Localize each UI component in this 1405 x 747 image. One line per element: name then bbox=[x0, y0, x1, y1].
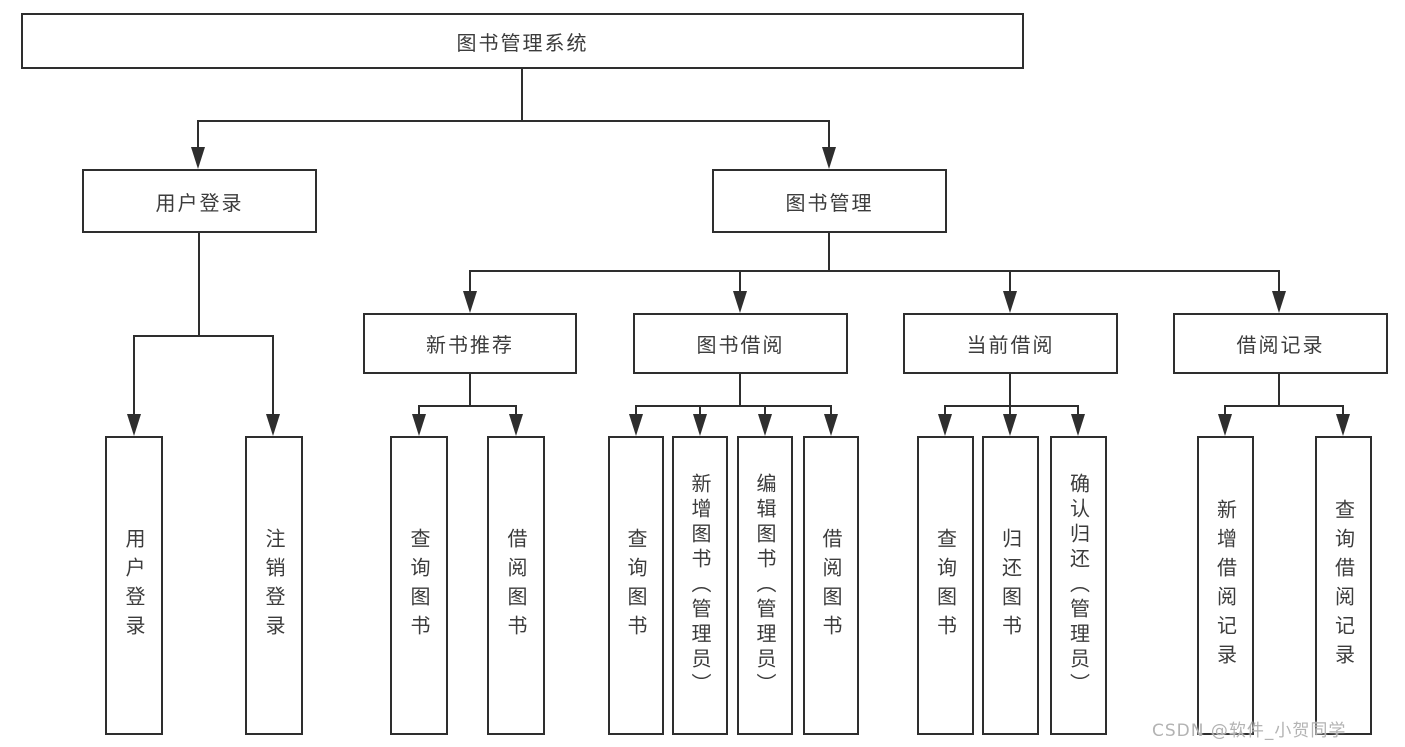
connector-line bbox=[515, 405, 517, 417]
connector-line bbox=[830, 405, 832, 417]
leaf-bb-query-book: 查询图书 bbox=[608, 436, 664, 735]
node-book-borrow-label: 图书借阅 bbox=[696, 333, 785, 357]
leaf-bb-edit-book-admin: 编辑图书（管理员） bbox=[737, 436, 793, 735]
leaf-user-login: 用户登录 bbox=[105, 436, 163, 735]
node-book-borrow: 图书借阅 bbox=[633, 313, 848, 374]
leaf-cb-confirm-return-admin: 确认归还（管理员） bbox=[1050, 436, 1107, 735]
leaf-bb-borrow-book: 借阅图书 bbox=[803, 436, 859, 735]
leaf-nbr-query-book: 查询图书 bbox=[390, 436, 448, 735]
node-user-login-branch-label: 用户登录 bbox=[155, 190, 244, 215]
node-new-book-recommend-label: 新书推荐 bbox=[426, 333, 514, 357]
arrow-down-icon bbox=[191, 147, 205, 169]
leaf-cb-return-book-label: 归还图书 bbox=[998, 527, 1023, 644]
connector-line bbox=[418, 405, 420, 417]
connector-line bbox=[828, 120, 830, 150]
arrow-down-icon bbox=[1272, 291, 1286, 313]
arrow-down-icon bbox=[1003, 414, 1017, 436]
arrow-down-icon bbox=[758, 414, 772, 436]
leaf-bb-add-book-admin: 新增图书（管理员） bbox=[672, 436, 728, 735]
leaf-bb-edit-book-admin-label: 编辑图书（管理员） bbox=[753, 473, 777, 698]
connector-line bbox=[418, 405, 517, 407]
connector-line bbox=[944, 405, 1079, 407]
node-borrow-records-label: 借阅记录 bbox=[1236, 333, 1325, 357]
node-borrow-records: 借阅记录 bbox=[1173, 313, 1388, 374]
connector-line bbox=[1224, 405, 1226, 417]
leaf-cb-query-book: 查询图书 bbox=[917, 436, 974, 735]
connector-line bbox=[944, 405, 946, 417]
node-book-management-branch-label: 图书管理 bbox=[785, 190, 874, 215]
leaf-br-add-record: 新增借阅记录 bbox=[1197, 436, 1254, 735]
connector-line bbox=[828, 233, 830, 270]
arrow-down-icon bbox=[629, 414, 643, 436]
connector-line bbox=[1009, 270, 1011, 294]
connector-line bbox=[1009, 374, 1011, 405]
arrow-down-icon bbox=[127, 414, 141, 436]
connector-line bbox=[764, 405, 766, 417]
node-current-borrow-label: 当前借阅 bbox=[966, 333, 1055, 357]
connector-line bbox=[1278, 270, 1280, 294]
arrow-down-icon bbox=[266, 414, 280, 436]
arrow-down-icon bbox=[693, 414, 707, 436]
leaf-user-login-label: 用户登录 bbox=[122, 527, 146, 644]
leaf-logout: 注销登录 bbox=[245, 436, 303, 735]
leaf-bb-query-book-label: 查询图书 bbox=[624, 527, 648, 644]
node-root-label: 图书管理系统 bbox=[456, 30, 589, 55]
arrow-down-icon bbox=[938, 414, 952, 436]
connector-line bbox=[469, 374, 471, 405]
connector-line bbox=[469, 270, 471, 294]
connector-line bbox=[739, 374, 741, 405]
connector-line bbox=[1009, 405, 1011, 417]
connector-line bbox=[133, 335, 135, 416]
leaf-cb-query-book-label: 查询图书 bbox=[933, 527, 958, 644]
leaf-bb-borrow-book-label: 借阅图书 bbox=[819, 527, 843, 644]
arrow-down-icon bbox=[1336, 414, 1350, 436]
csdn-watermark: CSDN @软件_小贺同学 bbox=[1152, 721, 1347, 741]
connector-line bbox=[197, 120, 199, 150]
arrow-down-icon bbox=[509, 414, 523, 436]
leaf-cb-confirm-return-admin-label: 确认归还（管理员） bbox=[1066, 473, 1091, 698]
connector-line bbox=[635, 405, 637, 417]
connector-line bbox=[1077, 405, 1079, 417]
leaf-cb-return-book: 归还图书 bbox=[982, 436, 1039, 735]
leaf-nbr-borrow-book: 借阅图书 bbox=[487, 436, 545, 735]
connector-line bbox=[133, 335, 274, 337]
connector-line bbox=[1342, 405, 1344, 417]
connector-line bbox=[1224, 405, 1344, 407]
node-new-book-recommend: 新书推荐 bbox=[363, 313, 577, 374]
node-book-management-branch: 图书管理 bbox=[712, 169, 947, 233]
connector-line bbox=[635, 405, 832, 407]
arrow-down-icon bbox=[822, 147, 836, 169]
connector-line bbox=[739, 270, 741, 294]
connector-line bbox=[198, 233, 200, 335]
node-user-login-branch: 用户登录 bbox=[82, 169, 317, 233]
leaf-br-add-record-label: 新增借阅记录 bbox=[1213, 498, 1238, 673]
connector-line bbox=[197, 120, 830, 122]
leaf-nbr-query-book-label: 查询图书 bbox=[407, 527, 431, 644]
connector-line bbox=[699, 405, 701, 417]
arrow-down-icon bbox=[1003, 291, 1017, 313]
leaf-nbr-borrow-book-label: 借阅图书 bbox=[504, 527, 528, 644]
arrow-down-icon bbox=[824, 414, 838, 436]
arrow-down-icon bbox=[1071, 414, 1085, 436]
arrow-down-icon bbox=[733, 291, 747, 313]
leaf-br-query-record-label: 查询借阅记录 bbox=[1331, 498, 1356, 673]
connector-line bbox=[469, 270, 1280, 272]
node-current-borrow: 当前借阅 bbox=[903, 313, 1118, 374]
leaf-logout-label: 注销登录 bbox=[262, 527, 286, 644]
arrow-down-icon bbox=[1218, 414, 1232, 436]
connector-line bbox=[272, 335, 274, 416]
leaf-br-query-record: 查询借阅记录 bbox=[1315, 436, 1372, 735]
connector-line bbox=[521, 69, 523, 120]
node-root: 图书管理系统 bbox=[21, 13, 1024, 69]
arrow-down-icon bbox=[412, 414, 426, 436]
connector-line bbox=[1278, 374, 1280, 405]
arrow-down-icon bbox=[463, 291, 477, 313]
leaf-bb-add-book-admin-label: 新增图书（管理员） bbox=[688, 473, 712, 698]
